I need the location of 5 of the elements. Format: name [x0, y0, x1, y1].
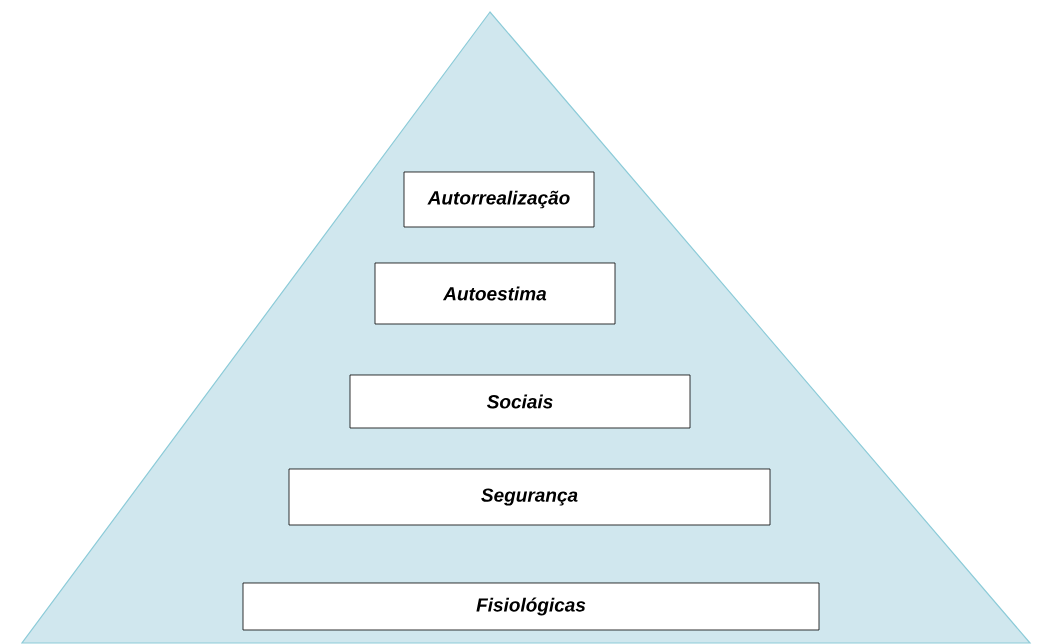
level-box: Segurança — [288, 468, 771, 526]
level-box: Sociais — [349, 374, 691, 429]
level-box: Fisiológicas — [242, 582, 820, 631]
level-box: Autorrealização — [403, 171, 595, 228]
level-box: Autoestima — [374, 262, 616, 325]
